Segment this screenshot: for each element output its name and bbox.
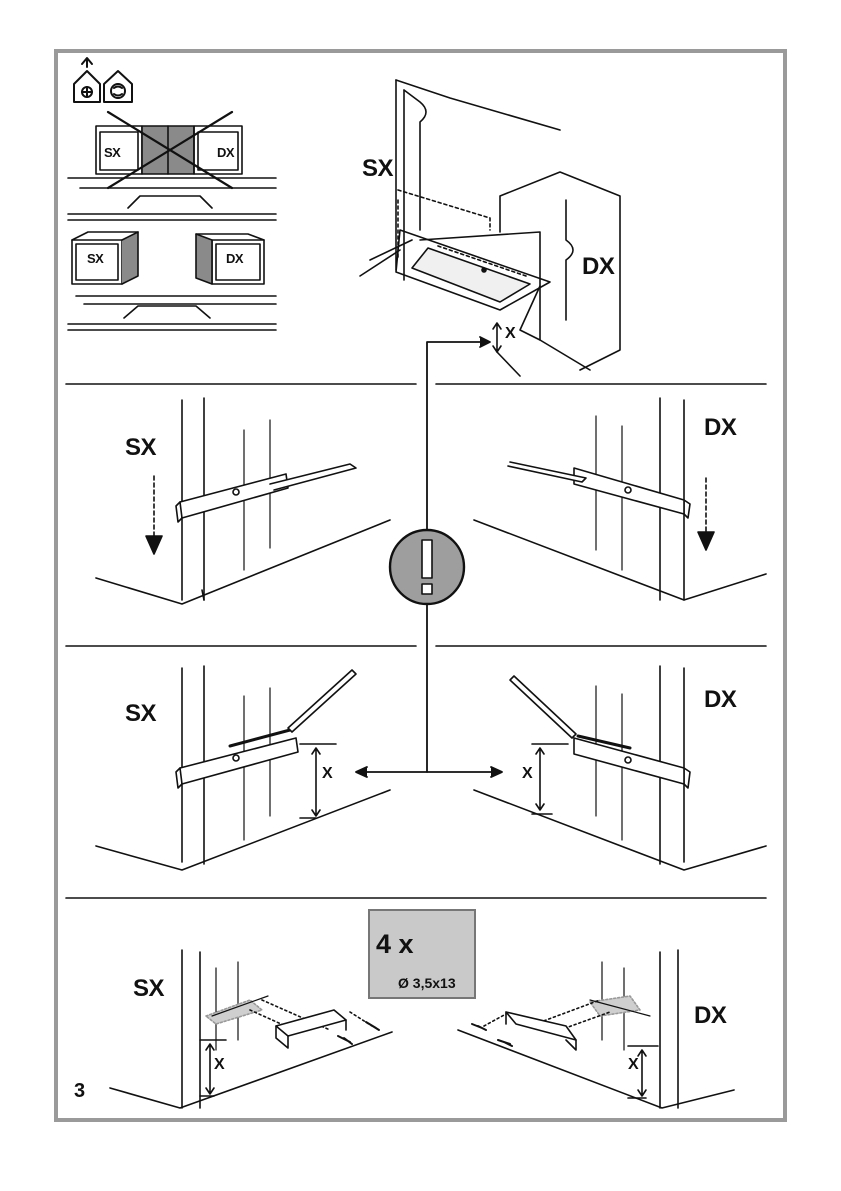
scene2-label-sx: SX <box>125 700 156 728</box>
option-label-dx-2: DX <box>226 251 243 266</box>
overview-label-dx: DX <box>582 253 614 281</box>
option-label-sx: SX <box>104 145 120 160</box>
scene3-label-dx: DX <box>694 1002 726 1030</box>
house-fan-up-icon <box>74 58 100 102</box>
house-fan-circle-icon <box>104 71 132 102</box>
cabinet-overview-diagram <box>360 80 620 376</box>
screw-size: Ø 3,5x13 <box>398 975 456 991</box>
overview-label-x: X <box>505 325 515 343</box>
scene3-label-x-right: X <box>628 1056 638 1074</box>
scene2-label-dx: DX <box>704 686 736 714</box>
option-label-dx: DX <box>217 145 234 160</box>
dx-bracket-scene-3 <box>458 950 734 1108</box>
scene2-label-x-left: X <box>322 765 332 783</box>
sx-bracket-scene-3 <box>110 950 392 1108</box>
wrong-mounting-diagram <box>68 112 276 220</box>
sx-bracket-scene-2 <box>96 666 390 870</box>
scene3-label-x-left: X <box>214 1056 224 1074</box>
scene2-label-x-right: X <box>522 765 532 783</box>
screw-quantity: 4 x <box>376 929 414 960</box>
sx-bracket-scene-1 <box>96 398 390 604</box>
overview-label-sx: SX <box>362 155 393 183</box>
scene3-label-sx: SX <box>133 975 164 1003</box>
screw-quantity-box: 4 x Ø 3,5x13 <box>368 909 476 999</box>
option-label-sx-2: SX <box>87 251 103 266</box>
scene1-label-dx: DX <box>704 414 736 442</box>
page-number: 3 <box>74 1080 85 1103</box>
scene1-label-sx: SX <box>125 434 156 462</box>
exclamation-warning-icon <box>390 530 464 604</box>
section-dividers <box>66 384 766 898</box>
correct-mounting-diagram <box>68 232 276 330</box>
